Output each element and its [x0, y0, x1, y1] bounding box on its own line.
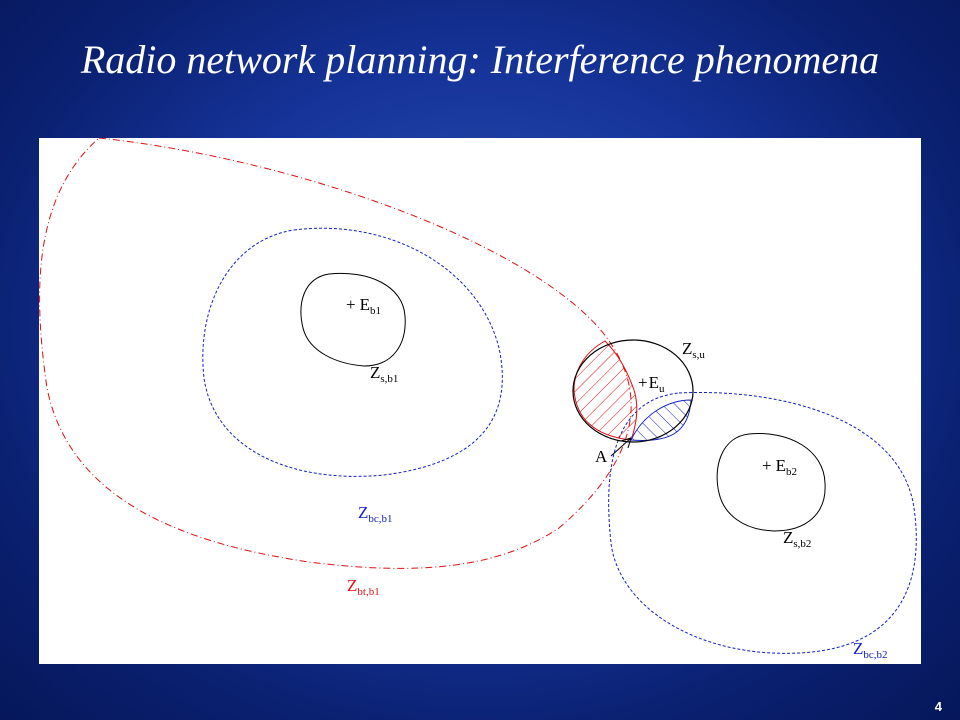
label-e-u: +Eu [638, 373, 665, 395]
point-a-arrowhead [620, 437, 632, 449]
label-z-bc-b1: Zbc,b1 [358, 503, 393, 525]
label-point-a: A [595, 447, 608, 466]
label-e-b1: +Eb1 [346, 295, 381, 317]
zone-s-b2 [716, 432, 826, 532]
diagram-panel: +Eb1 Zs,b1 Zbc,b1 Zbt,b1 Zs,u +Eu A +Eb2… [39, 138, 921, 664]
point-a-arrow [610, 437, 632, 457]
zone-bc-b2 [608, 391, 917, 654]
label-z-s-b2: Zs,b2 [783, 528, 811, 550]
zone-bc-b1 [202, 227, 503, 477]
label-z-bc-b2: Zbc,b2 [853, 639, 888, 661]
interference-region-b1 [573, 340, 638, 441]
label-z-s-b1: Zs,b1 [370, 363, 398, 385]
zone-s-b1 [300, 272, 406, 367]
label-z-s-u: Zs,u [682, 339, 705, 361]
interference-diagram: +Eb1 Zs,b1 Zbc,b1 Zbt,b1 Zs,u +Eu A +Eb2… [39, 138, 917, 661]
slide-title: Radio network planning: Interference phe… [80, 37, 880, 82]
label-e-b2: +Eb2 [762, 456, 797, 478]
page-number: 4 [934, 699, 942, 714]
label-z-bt-b1: Zbt,b1 [347, 576, 380, 598]
interference-region-b2 [630, 399, 692, 441]
zone-s-u [572, 339, 694, 443]
zone-bt-b1 [39, 138, 632, 569]
